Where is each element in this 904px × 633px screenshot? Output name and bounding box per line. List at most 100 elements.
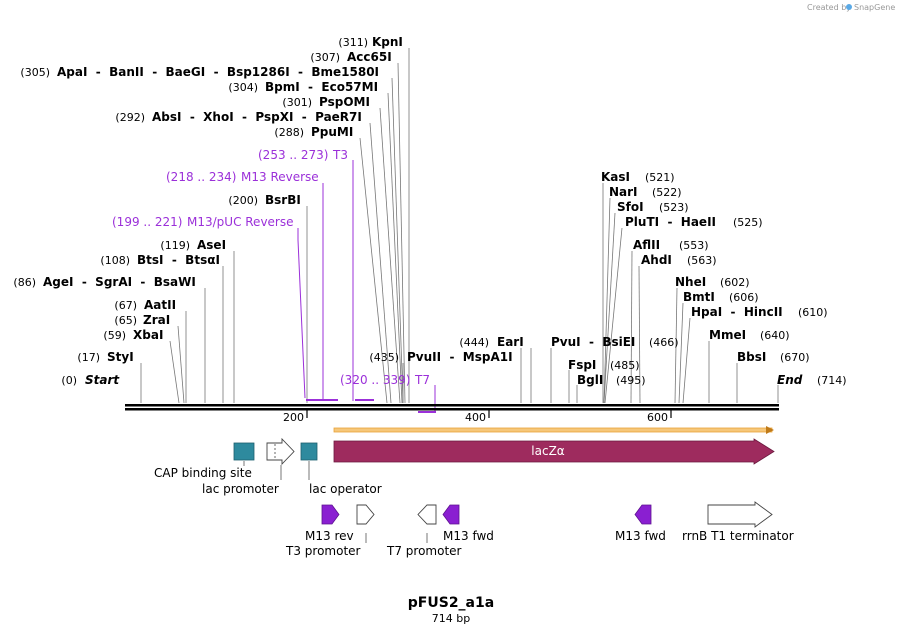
primer-range: (320 .. 339) xyxy=(340,373,410,387)
site-names: HpaI - HincII xyxy=(691,305,783,319)
site-names: AbsI - XhoI - PspXI - PaeR7I xyxy=(152,110,362,124)
primers: (253 .. 273) T3 (218 .. 234) M13 Reverse… xyxy=(112,148,436,413)
site-names: BtsI - BtsαI xyxy=(137,253,220,267)
site-names: MmeI xyxy=(709,328,746,342)
site-pos: (292) xyxy=(115,111,145,124)
site-names: PluTI - HaeII xyxy=(625,215,716,229)
rrnb-t1-terminator-arrow-icon xyxy=(707,501,773,528)
site-names: AflII xyxy=(633,238,660,252)
restriction-sites: (311) KpnI (307) Acc65I (305) ApaI - Ban… xyxy=(13,35,827,387)
lacz-alpha-arrow-icon xyxy=(333,438,775,465)
primer-name: M13/pUC Reverse xyxy=(187,215,294,229)
credit-text: Created by xyxy=(807,3,851,12)
site-pos: (495) xyxy=(616,374,646,387)
site-pos: (553) xyxy=(679,239,709,252)
site-names: KpnI xyxy=(372,35,403,49)
primer-range: (199 .. 221) xyxy=(112,215,182,229)
site-pos: (307) xyxy=(310,51,340,64)
tick-label-600: 600 xyxy=(647,411,668,424)
feature-label-t3-promoter: T3 promoter xyxy=(285,544,361,558)
site-pos: (602) xyxy=(720,276,750,289)
site-pos: (86) xyxy=(13,276,36,289)
site-names: NheI xyxy=(675,275,706,289)
site-names: PpuMI xyxy=(311,125,353,139)
site-names: SfoI xyxy=(617,200,644,214)
feature-label-lac-operator: lac operator xyxy=(309,482,382,496)
orf-line xyxy=(333,427,773,433)
site-pos: (17) xyxy=(77,351,100,364)
site-names: PspOMI xyxy=(319,95,370,109)
feature-label-rrnb-t1: rrnB T1 terminator xyxy=(682,529,794,543)
site-pos: (606) xyxy=(729,291,759,304)
site-names: BglI xyxy=(577,373,603,387)
feature-label-m13-fwd: M13 fwd xyxy=(443,529,494,543)
site-names: NarI xyxy=(609,185,638,199)
site-pos: (640) xyxy=(760,329,790,342)
plasmid-length: 714 bp xyxy=(432,612,470,625)
site-names: AgeI - SgrAI - BsaWI xyxy=(43,275,196,289)
site-names: FspI xyxy=(568,358,596,372)
site-pos: (466) xyxy=(649,336,679,349)
tick-label-400: 400 xyxy=(465,411,486,424)
orf-arrow-icon xyxy=(766,426,774,434)
lac-promoter-arrow-icon xyxy=(266,437,295,466)
site-names: PvuI - BsiEI xyxy=(551,335,635,349)
m13-fwd-arrow-icon xyxy=(634,504,652,525)
site-pos: (65) xyxy=(114,314,137,327)
snapgene-logo-icon xyxy=(846,4,852,10)
primer-range: (253 .. 273) xyxy=(258,148,328,162)
site-names: StyI xyxy=(107,350,134,364)
site-names: AhdI xyxy=(641,253,672,267)
site-names: ApaI - BanII - BaeGI - Bsp1286I - Bme158… xyxy=(57,65,379,79)
site-names: PvuII - MspA1I xyxy=(407,350,513,364)
primer-name: T7 xyxy=(414,373,430,387)
site-names: EarI xyxy=(497,335,524,349)
site-pos: (563) xyxy=(687,254,717,267)
site-names: KasI xyxy=(601,170,630,184)
primer-bar-m13-reverse xyxy=(306,399,338,401)
site-names: Acc65I xyxy=(347,50,392,64)
dna-backbone-top xyxy=(125,404,779,407)
site-pos: (525) xyxy=(733,216,763,229)
site-pos: (311) xyxy=(338,36,368,49)
site-pos: (59) xyxy=(103,329,126,342)
lac-operator-box xyxy=(300,442,318,461)
site-pos: (200) xyxy=(228,194,258,207)
site-names: BmtI xyxy=(683,290,715,304)
dna-backbone-bottom xyxy=(125,408,779,411)
primer-name: M13 Reverse xyxy=(241,170,319,184)
cap-binding-site-box xyxy=(233,442,255,461)
site-pos: (522) xyxy=(652,186,682,199)
start-label: Start xyxy=(85,373,120,387)
m13-fwd-arrow-icon xyxy=(442,504,460,525)
site-pos: (521) xyxy=(645,171,675,184)
plasmid-title: pFUS2_a1a xyxy=(408,595,494,611)
primer-connector xyxy=(297,228,306,399)
site-pos: (444) xyxy=(459,336,489,349)
tick-label-200: 200 xyxy=(283,411,304,424)
primer-bar-t7 xyxy=(418,411,436,413)
feature-label-lac-promoter: lac promoter xyxy=(202,482,279,496)
site-pos: (305) xyxy=(20,66,50,79)
site-pos: (108) xyxy=(100,254,130,267)
site-pos: (304) xyxy=(228,81,258,94)
feature-label-cap: CAP binding site xyxy=(154,466,252,480)
end-label: End xyxy=(777,373,803,387)
brand-text: SnapGene xyxy=(854,3,895,12)
end-pos: (714) xyxy=(817,374,847,387)
site-pos: (610) xyxy=(798,306,828,319)
start-pos: (0) xyxy=(61,374,77,387)
site-names: AseI xyxy=(197,238,226,252)
site-pos: (435) xyxy=(369,351,399,364)
site-names: BsrBI xyxy=(265,193,301,207)
feature-label-t7-promoter: T7 promoter xyxy=(386,544,462,558)
t7-promoter-arrow-icon xyxy=(417,504,437,525)
site-pos: (523) xyxy=(659,201,689,214)
site-pos: (288) xyxy=(274,126,304,139)
lacz-alpha-label: lacZα xyxy=(531,444,565,458)
site-pos: (119) xyxy=(160,239,190,252)
site-pos: (301) xyxy=(282,96,312,109)
site-names: AatII xyxy=(144,298,176,312)
tick-marks xyxy=(306,410,672,418)
